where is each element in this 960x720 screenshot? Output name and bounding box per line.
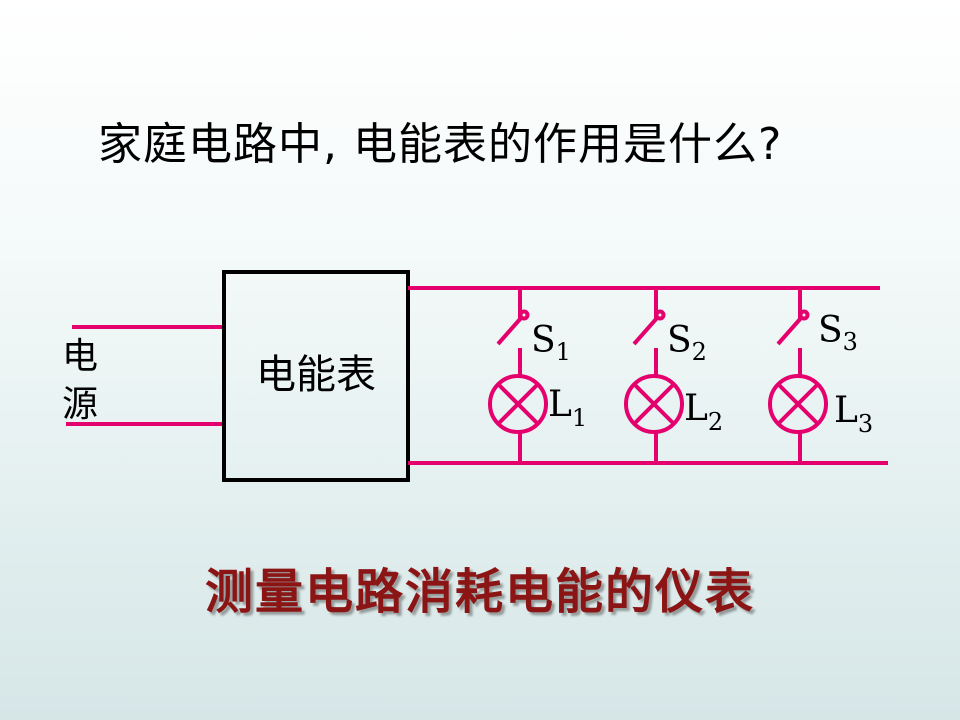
source-label-top: 电 — [62, 336, 98, 377]
switch-3-label: S3 — [818, 310, 858, 356]
switch-1-label: S1 — [531, 320, 571, 366]
answer-text: 测量电路消耗电能的仪表 — [204, 564, 755, 620]
lamp-2-cross-b — [632, 382, 676, 426]
branch-1: S1 L1 — [488, 288, 587, 463]
branch-3: S3 L3 — [768, 288, 873, 463]
switch-2-pivot — [654, 309, 666, 321]
switch-2-label: S2 — [667, 320, 707, 366]
lamp-3-label: L3 — [834, 390, 873, 438]
source-label-bottom: 源 — [62, 384, 98, 425]
lamp-1-label: L1 — [548, 384, 587, 432]
lamp-1-cross-b — [496, 382, 540, 426]
switch-1-pivot — [518, 309, 530, 321]
energy-meter-label: 电能表 — [256, 352, 376, 398]
lamp-2-label: L2 — [684, 388, 723, 436]
switch-1-blade — [496, 316, 523, 346]
lamp-3-cross-b — [776, 382, 820, 426]
energy-meter-box — [222, 270, 410, 482]
branch-2: S2 L2 — [624, 288, 723, 463]
switch-2-blade — [632, 316, 659, 346]
switch-3-pivot — [798, 309, 810, 321]
slide-title: 家庭电路中, 电能表的作用是什么? — [98, 119, 783, 170]
switch-3-blade — [776, 316, 803, 346]
